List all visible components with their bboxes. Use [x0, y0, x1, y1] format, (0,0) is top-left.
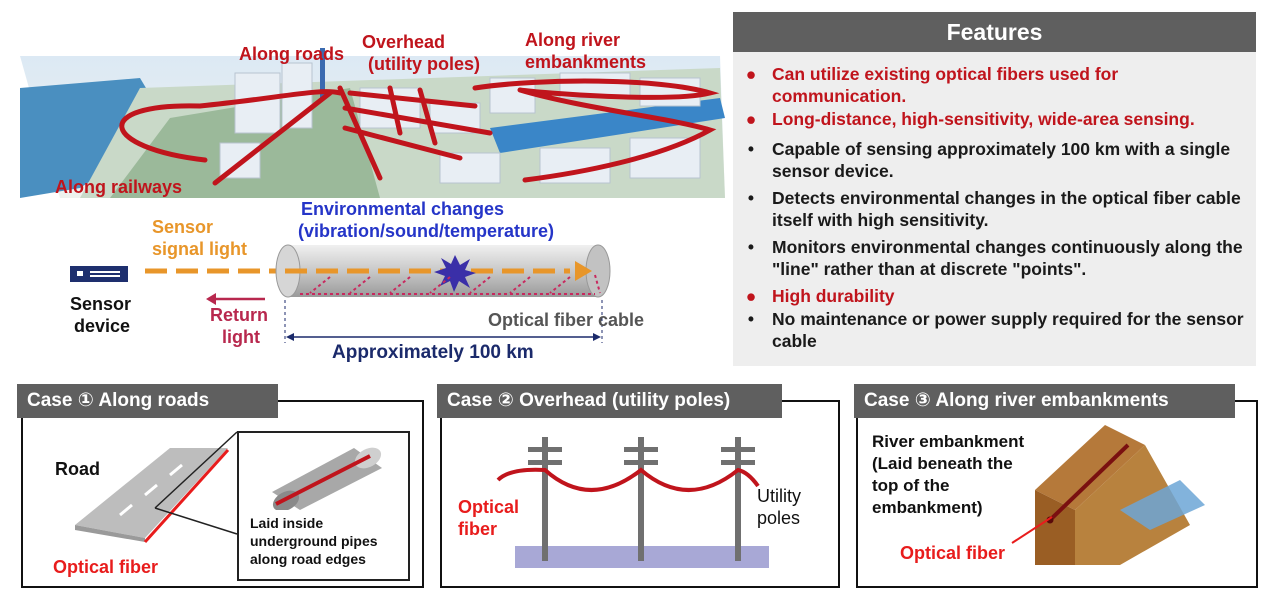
label-sensor-signal-2: signal light [152, 239, 248, 259]
underground-pipe-icon [272, 447, 382, 510]
bullet-icon: • [747, 237, 755, 257]
city-illustration [20, 48, 725, 198]
case-2-title: Case ② Overhead (utility poles) [437, 384, 782, 418]
features-title: Features [733, 12, 1256, 52]
case3-fiber-leader [1011, 516, 1053, 544]
label-env-changes-1: Environmental changes [301, 199, 505, 219]
label-case3-desc-1: River embankment [872, 432, 1025, 451]
label-distance: Approximately 100 km [332, 342, 534, 363]
label-optical-fiber-cable: Optical fiber cable [488, 310, 645, 330]
railway-fiber-loop [119, 89, 343, 163]
bullet-icon: ● [745, 64, 757, 84]
features-panel: Features ● Can utilize existing optical … [733, 12, 1256, 366]
road-fiber [212, 90, 333, 186]
label-road: Road [55, 459, 100, 479]
river-fiber-loop [472, 78, 720, 183]
label-case3-desc-4: embankment) [872, 498, 983, 517]
embankment-top [1035, 425, 1145, 510]
bullet-icon: • [747, 139, 755, 159]
sensor-device-icon [70, 266, 128, 282]
return-arrow-icon [206, 293, 216, 305]
sensor-cable-diagram [70, 244, 611, 343]
label-case3-desc-2: (Laid beneath the [872, 454, 1013, 473]
inset-leader-lines [154, 431, 238, 535]
label-case2-fiber-1: Optical [458, 497, 520, 517]
label-env-changes-2: (vibration/sound/temperature) [298, 221, 555, 241]
bullet-icon: • [747, 309, 755, 329]
water-surface [1120, 480, 1205, 530]
embankment-diagram [1035, 425, 1205, 565]
label-inset-1: Laid inside [250, 515, 324, 531]
label-return-1: Return [210, 305, 268, 325]
utility-pole-icon [542, 437, 548, 561]
label-along-roads: Along roads [239, 44, 345, 64]
label-case2-fiber-2: fiber [458, 519, 498, 539]
label-sensor-signal-1: Sensor [152, 217, 214, 237]
environmental-change-burst-icon [434, 255, 476, 292]
bullet-icon: ● [745, 286, 757, 306]
label-case3-desc-3: top of the [872, 476, 950, 495]
overhead-fiber [496, 467, 760, 492]
embankment-front [1035, 490, 1075, 565]
label-overhead: Overhead [362, 32, 446, 52]
road-fiber-line [143, 448, 230, 544]
label-utility-poles: (utility poles) [368, 54, 480, 74]
label-case3-fiber: Optical fiber [900, 543, 1006, 563]
label-case1-fiber: Optical fiber [53, 557, 159, 577]
label-along-river-1: Along river [525, 30, 621, 50]
underground-pipe-inset [237, 431, 410, 581]
bullet-icon: • [747, 188, 755, 208]
label-along-railways: Along railways [55, 177, 183, 197]
bullet-icon: ● [745, 109, 757, 129]
label-inset-2: underground pipes [250, 533, 378, 549]
label-along-river-2: embankments [525, 52, 647, 72]
road-diagram [75, 448, 230, 544]
label-utility-poles-2: poles [757, 508, 801, 528]
utility-poles-diagram [496, 437, 769, 568]
case-1-title: Case ① Along roads [17, 384, 278, 418]
utility-pole-icon [638, 437, 644, 561]
label-sensor-device-1: Sensor [70, 294, 132, 314]
utility-pole-icon [735, 437, 741, 561]
label-sensor-device-2: device [74, 316, 131, 336]
label-utility-poles-1: Utility [757, 486, 801, 506]
label-return-2: light [222, 327, 260, 347]
label-inset-3: along road edges [250, 551, 366, 567]
case-3-title: Case ③ Along river embankments [854, 384, 1235, 418]
river [490, 98, 725, 153]
